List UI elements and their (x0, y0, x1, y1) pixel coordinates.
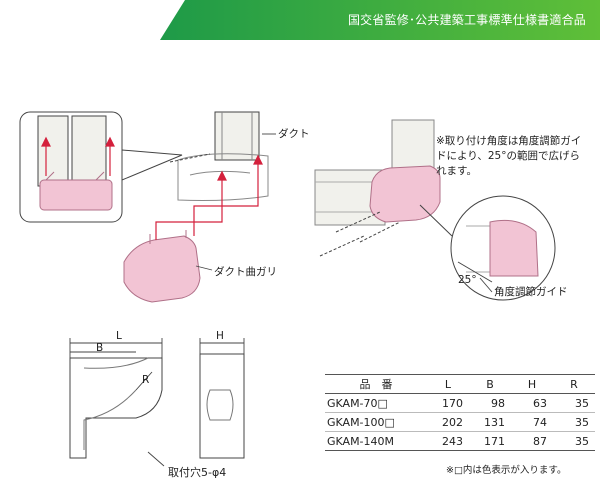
col-header-L: L (444, 377, 452, 391)
cell-B: 131 (484, 415, 505, 429)
col-header-B: B (486, 377, 494, 391)
label-mount-hole: 取付穴5-φ4 (168, 466, 227, 479)
cell-model: GKAM-70□ (327, 396, 388, 410)
label-duct: ダクト (278, 128, 310, 140)
table-row: GKAM-100□ 202 131 74 35 (325, 412, 595, 432)
leader-mount-hole (147, 451, 165, 467)
cell-B: 171 (484, 434, 505, 448)
header-banner (160, 0, 600, 40)
cell-L: 202 (442, 415, 463, 429)
table-row: GKAM-140M 243 171 87 35 (325, 431, 595, 451)
leader-angle-guide (479, 277, 493, 293)
duct-bend-part (123, 235, 201, 303)
label-duct-bend: ダクト曲ガリ (214, 266, 277, 278)
cell-L: 170 (442, 396, 463, 410)
label-angle-guide: 角度調節ガイド (494, 286, 568, 298)
col-header-R: R (570, 377, 578, 391)
cell-R: 35 (575, 396, 589, 410)
cell-R: 35 (575, 434, 589, 448)
dim-label-H: H (216, 330, 224, 342)
angle-guide-part (489, 219, 539, 277)
spec-table-header: 品 番 L B H R (325, 374, 595, 394)
dim-line-R (135, 371, 153, 391)
cell-B: 98 (491, 396, 505, 410)
detail-bend-part (39, 179, 113, 211)
assembly-arrow-bend-a (155, 176, 223, 240)
front-view-outline (69, 357, 163, 459)
banner-title: 国交省監修･公共建築工事標準仕様書適合品 (347, 13, 586, 27)
col-header-H: H (527, 377, 537, 391)
leader-duct-bend (195, 265, 213, 271)
cell-R: 35 (575, 415, 589, 429)
assembly-arrow-bend-b (193, 160, 259, 236)
wall-outline (177, 153, 269, 201)
dim-label-B: B (96, 342, 104, 354)
cell-H: 87 (533, 434, 547, 448)
label-angle-25: 25° (458, 274, 477, 286)
dim-label-L: L (116, 330, 122, 342)
dim-label-R: R (142, 374, 150, 386)
color-footnote: ※□内は色表示が入ります。 (446, 465, 567, 476)
spec-table: 品 番 L B H R GKAM-70□ 170 98 63 35 GKAM-1… (325, 374, 595, 451)
table-row: GKAM-70□ 170 98 63 35 (325, 394, 595, 413)
zoom-pointer (121, 149, 183, 181)
cell-H: 74 (533, 415, 547, 429)
cell-model: GKAM-100□ (327, 415, 395, 429)
cell-L: 243 (442, 434, 463, 448)
cell-H: 63 (533, 396, 547, 410)
col-header-model: 品 番 (359, 378, 393, 391)
circle-pointer (419, 204, 453, 237)
angle-adjust-note: ※取り付け角度は角度調節ガイドにより、25°の範囲で広げられます。 (436, 135, 582, 177)
horizontal-duct (314, 169, 386, 226)
cell-model: GKAM-140M (327, 434, 395, 448)
